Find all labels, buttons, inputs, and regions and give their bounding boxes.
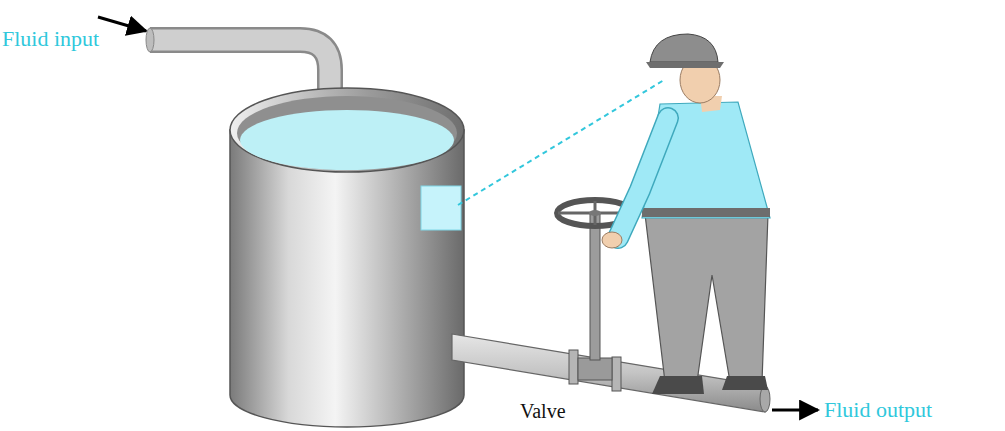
- shoe: [722, 376, 768, 390]
- tank-inner: [237, 96, 457, 170]
- helmet: [650, 34, 718, 62]
- tank-rim: [230, 88, 464, 172]
- operator-figure: [602, 34, 770, 394]
- part-label: Valve: [520, 400, 566, 422]
- wheel-hub: [589, 210, 601, 216]
- pipe-flange: [569, 350, 578, 384]
- helmet-brim: [646, 62, 724, 68]
- pipe-end: [146, 28, 154, 52]
- trousers: [645, 214, 768, 382]
- belt: [642, 208, 770, 217]
- tank-body: [230, 130, 464, 427]
- outlet-pipe: [452, 334, 765, 412]
- output-arrow: [772, 409, 818, 412]
- pipe-mouth: [335, 112, 336, 145]
- input-arrow: [98, 17, 146, 31]
- flow-label: Fluid output: [824, 398, 932, 422]
- shoe: [652, 376, 704, 394]
- flow-label: Fluid input: [2, 27, 99, 51]
- valve-stem: [590, 214, 600, 360]
- arm-outline: [618, 118, 668, 238]
- tank-water: [240, 110, 454, 170]
- level-gauge: [421, 186, 461, 230]
- arm: [618, 118, 668, 238]
- pipe-flange: [612, 357, 621, 391]
- valve-body: [578, 358, 612, 380]
- hand: [602, 232, 622, 248]
